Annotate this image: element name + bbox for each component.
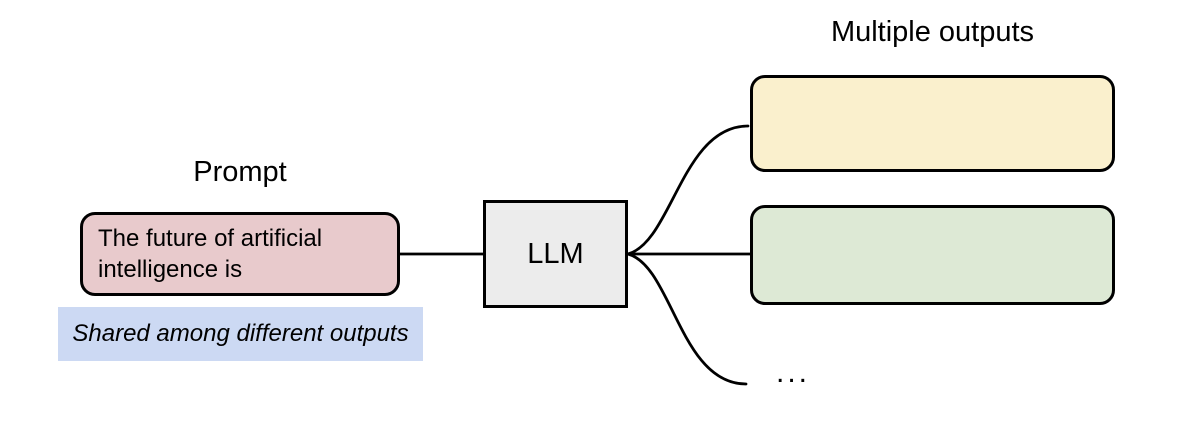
llm-label: LLM bbox=[527, 237, 584, 270]
shared-note-highlight: Shared among different outputs bbox=[58, 307, 423, 361]
llm-box: LLM bbox=[483, 200, 628, 308]
more-outputs-ellipsis: ... bbox=[776, 356, 811, 389]
output-box-2 bbox=[750, 205, 1115, 305]
multiple-outputs-title: Multiple outputs bbox=[830, 16, 1035, 48]
prompt-title: Prompt bbox=[193, 156, 287, 188]
prompt-text: The future of artificial intelligence is bbox=[98, 225, 323, 283]
shared-note-text: Shared among different outputs bbox=[72, 320, 409, 347]
llm-to-output1-curve bbox=[626, 124, 750, 256]
llm-to-ellipsis-curve bbox=[626, 252, 748, 386]
output-box-1 bbox=[750, 75, 1115, 172]
prompt-box: The future of artificial intelligence is bbox=[80, 212, 400, 296]
